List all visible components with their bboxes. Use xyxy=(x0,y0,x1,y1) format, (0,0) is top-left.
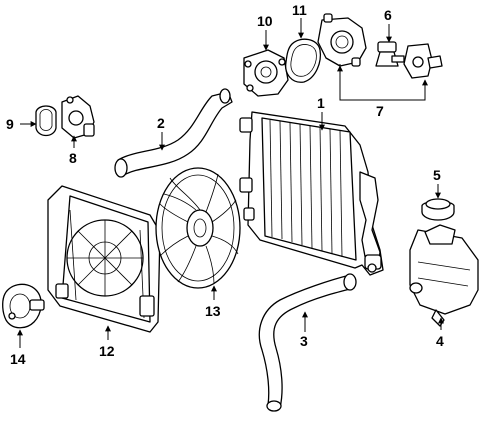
radiator-cap-part xyxy=(421,198,455,221)
callout-14: 14 xyxy=(10,351,26,367)
thermostat-part xyxy=(61,95,95,139)
callout-10: 10 xyxy=(257,13,273,29)
fan-shroud-part xyxy=(47,185,161,333)
fan-motor-part xyxy=(2,283,45,329)
temperature-sensor-part xyxy=(375,41,405,67)
callout-9: 9 xyxy=(6,116,14,132)
water-pump-gasket-part xyxy=(285,38,322,83)
callout-4: 4 xyxy=(436,333,444,349)
upper-hose-part xyxy=(114,88,233,178)
lower-hose-part xyxy=(258,273,357,412)
coolant-outlet-part xyxy=(403,43,443,79)
radiator-part xyxy=(239,111,384,276)
callout-8: 8 xyxy=(69,150,77,166)
callout-5: 5 xyxy=(433,167,441,183)
callout-2: 2 xyxy=(157,115,165,131)
thermostat-gasket-part xyxy=(35,105,57,137)
callout-7: 7 xyxy=(376,103,384,119)
coolant-reservoir-part xyxy=(409,224,479,327)
water-pump-part xyxy=(243,49,289,97)
thermostat-housing-part xyxy=(317,13,367,67)
cooling-fan-part xyxy=(155,167,241,289)
callout-13: 13 xyxy=(205,303,221,319)
callout-1: 1 xyxy=(317,95,325,111)
callout-6: 6 xyxy=(384,7,392,23)
callout-12: 12 xyxy=(99,343,115,359)
leader-lines xyxy=(17,18,444,348)
callout-11: 11 xyxy=(292,2,307,18)
callout-3: 3 xyxy=(300,333,308,349)
